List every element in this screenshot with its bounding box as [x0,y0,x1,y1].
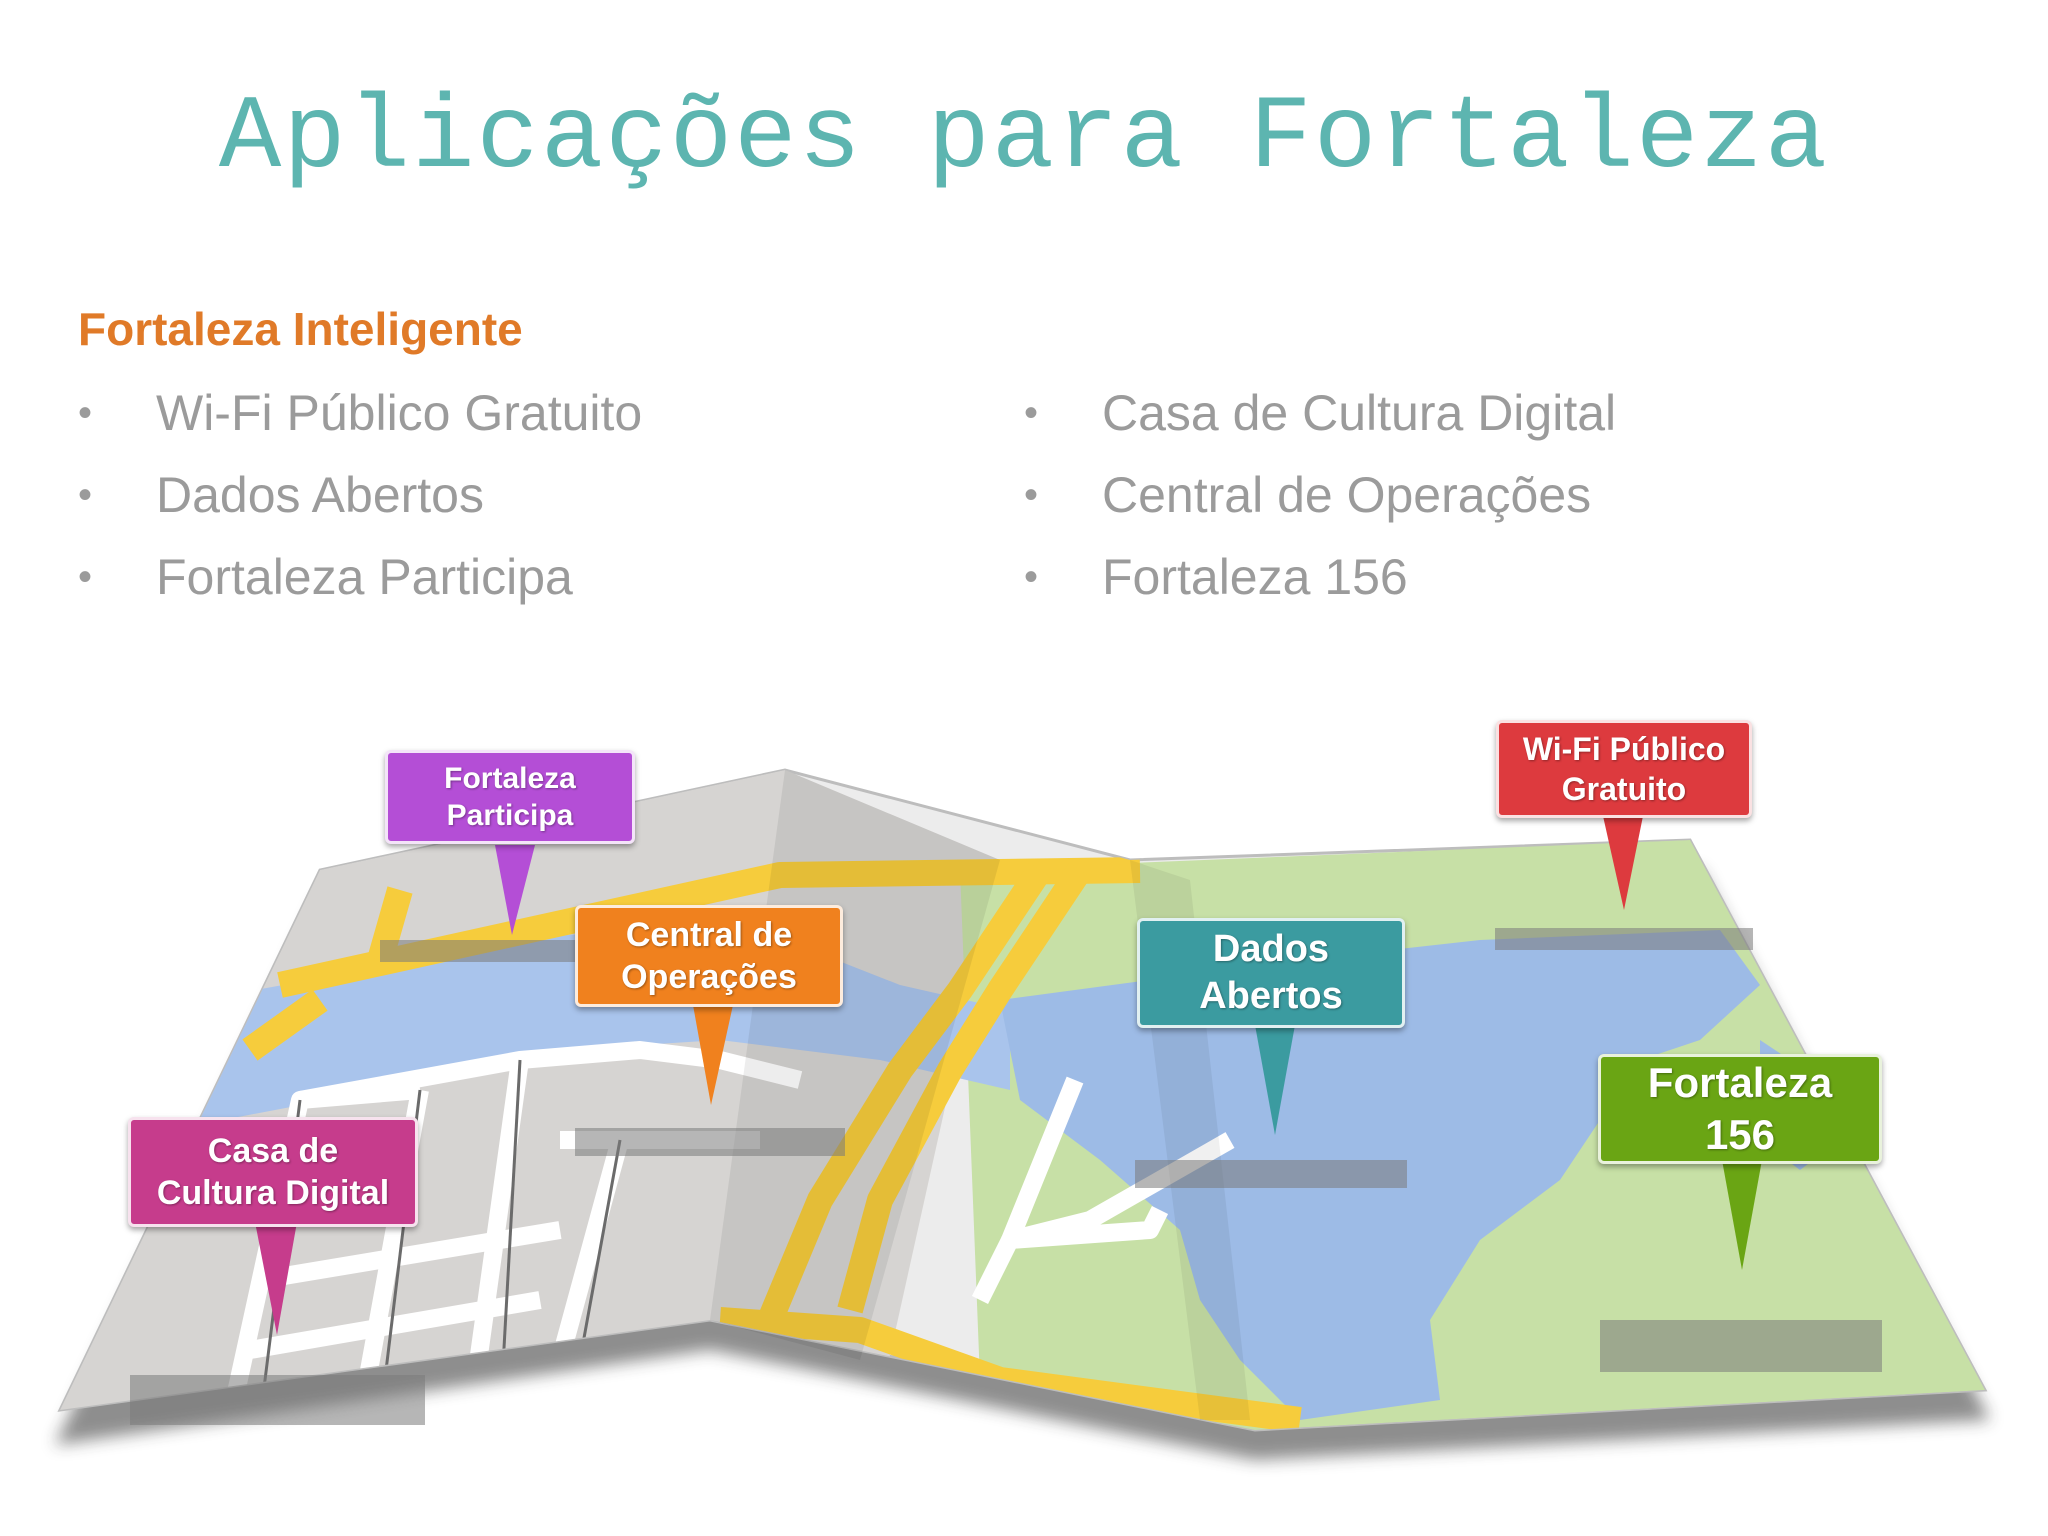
pin-label: Operações [621,958,797,996]
list-item-text: Dados Abertos [156,467,484,523]
list-item: • Fortaleza 156 [1024,544,1616,626]
pin-shadows [130,928,1882,1425]
list-item-text: Wi-Fi Público Gratuito [156,385,643,441]
bullet-icon: • [78,473,93,517]
bullet-list-right: • Casa de Cultura Digital • Central de Ope… [1024,380,1616,626]
pin-label: Casa de [207,1131,339,1170]
pin-label: Central de [625,915,793,954]
list-item-text: Fortaleza 156 [1102,549,1408,605]
pin-shadow [1135,1160,1407,1188]
pin-label: Participa [446,799,574,832]
pin-tail-wifi [1603,816,1643,910]
list-item-text: Casa de Cultura Digital [1102,385,1617,441]
list-item-text: Fortaleza Participa [156,549,573,605]
pin-tail-f156 [1722,1160,1762,1270]
bullet-icon: • [1024,391,1039,435]
list-item-text: Central de Operações [1102,467,1592,523]
pin-shadow [1495,928,1753,950]
bullet-icon: • [78,391,93,435]
pin-label: Dados [1212,927,1330,970]
pin-label: Cultura Digital [156,1174,390,1212]
pin-tail-participa [495,845,535,935]
pin-tail-central [693,1005,733,1105]
list-item: • Central de Operações [1024,462,1616,544]
pin-tail-casa [255,1222,297,1335]
pin-casa-cultura-digital: Casa de Cultura Digital [128,1117,418,1227]
bullet-icon: • [1024,555,1039,599]
list-item: • Dados Abertos [78,462,642,544]
pin-central-operacoes: Central de Operações [575,905,843,1007]
list-item: • Fortaleza Participa [78,544,642,626]
pin-label: Fortaleza [444,761,576,795]
list-item: • Wi-Fi Público Gratuito [78,380,642,462]
bullet-icon: • [1024,473,1039,517]
bullet-icon: • [78,555,93,599]
pin-fortaleza-156: Fortaleza 156 [1598,1054,1882,1164]
pin-shadow [575,1128,845,1156]
section-heading: Fortaleza Inteligente [78,303,523,355]
pin-shadow [130,1375,425,1425]
pin-tail-dados [1255,1025,1295,1135]
pin-shadow [1600,1320,1882,1372]
pin-label: Gratuito [1561,771,1687,807]
pin-label: 156 [1704,1111,1776,1158]
list-item: • Casa de Cultura Digital [1024,380,1616,462]
bullet-list-left: • Wi-Fi Público Gratuito • Dados Abertos •… [78,380,642,626]
pin-label: Fortaleza [1647,1058,1833,1106]
slide-title: Aplicações para Fortaleza [218,80,1830,198]
pin-label: Abertos [1199,975,1343,1017]
pin-label: Wi-Fi Público [1522,731,1726,767]
pin-shadow [380,940,580,962]
